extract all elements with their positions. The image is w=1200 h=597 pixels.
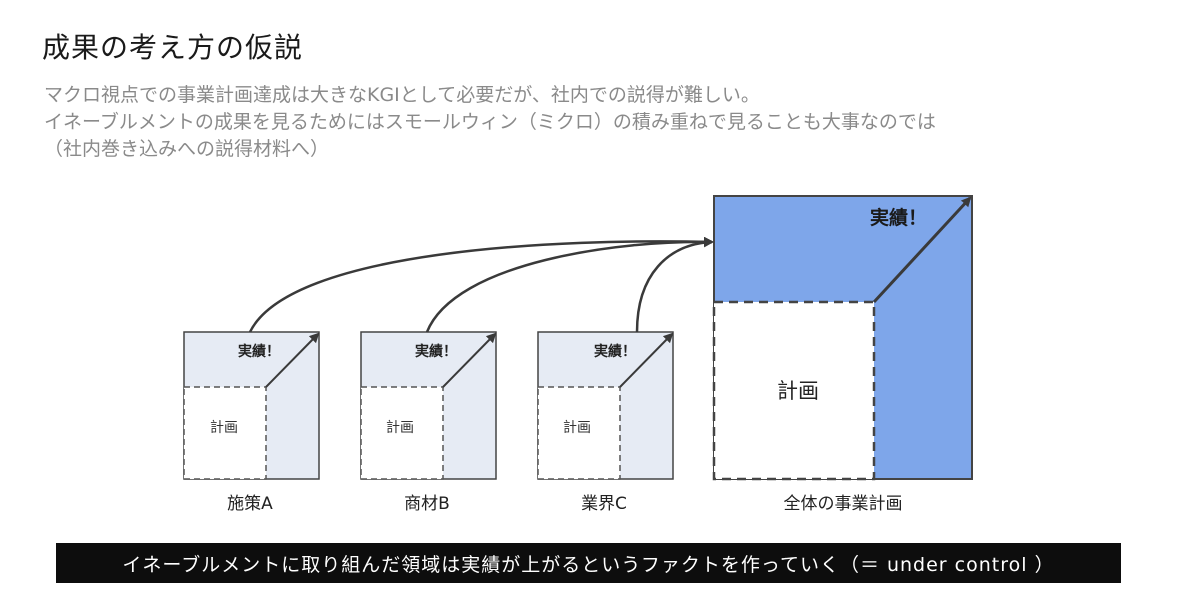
large-box: 実績！ 計画 全体の事業計画 xyxy=(712,195,973,514)
small-box-a-growth-arrow xyxy=(265,332,320,388)
small-box-c-actual-label: 実績！ xyxy=(594,343,636,360)
large-box-caption: 全体の事業計画 xyxy=(784,494,903,514)
small-box-c: 実績！ 計画 業界C xyxy=(537,331,674,514)
small-box-b-plan-label: 計画 xyxy=(386,420,414,436)
small-box-a-plan-label: 計画 xyxy=(210,420,238,436)
page-title: 成果の考え方の仮説 xyxy=(42,31,304,64)
conclusion-banner: イネーブルメントに取り組んだ領域は実績が上がるというファクトを作っていく（＝ u… xyxy=(56,543,1121,583)
small-box-a: 実績！ 計画 施策A xyxy=(183,331,320,514)
large-box-actual-label: 実績！ xyxy=(870,206,927,229)
connector-arrow-a xyxy=(248,236,714,333)
small-box-b-actual-label: 実績！ xyxy=(415,343,457,360)
small-box-a-plan-area xyxy=(183,386,267,480)
small-box-c-plan-area xyxy=(537,386,621,480)
small-box-b-caption: 商材B xyxy=(404,494,450,514)
subtitle-line-3: （社内巻き込みへの説得材料へ） xyxy=(44,138,330,160)
connector-arrow-b xyxy=(425,236,714,333)
small-box-a-actual-label: 実績！ xyxy=(238,343,280,360)
small-box-b-plan-area xyxy=(360,386,444,480)
small-box-b-growth-arrow xyxy=(442,332,497,388)
subtitle: マクロ視点での事業計画達成は大きなKGIとして必要だが、社内での説得が難しい。 … xyxy=(44,82,936,163)
subtitle-line-1: マクロ視点での事業計画達成は大きなKGIとして必要だが、社内での説得が難しい。 xyxy=(44,84,760,106)
small-box-c-caption: 業界C xyxy=(581,494,627,514)
large-box-plan-area xyxy=(712,300,876,481)
connector-arrow-c xyxy=(635,237,714,333)
small-box-a-caption: 施策A xyxy=(227,494,273,514)
large-box-plan-label: 計画 xyxy=(777,379,819,403)
small-box-c-plan-label: 計画 xyxy=(563,420,591,436)
small-box-c-growth-arrow xyxy=(619,332,674,388)
large-box-growth-arrow xyxy=(872,196,972,304)
subtitle-line-2: イネーブルメントの成果を見るためにはスモールウィン（ミクロ）の積み重ねで見ること… xyxy=(44,111,936,133)
small-box-b: 実績！ 計画 商材B xyxy=(360,331,497,514)
